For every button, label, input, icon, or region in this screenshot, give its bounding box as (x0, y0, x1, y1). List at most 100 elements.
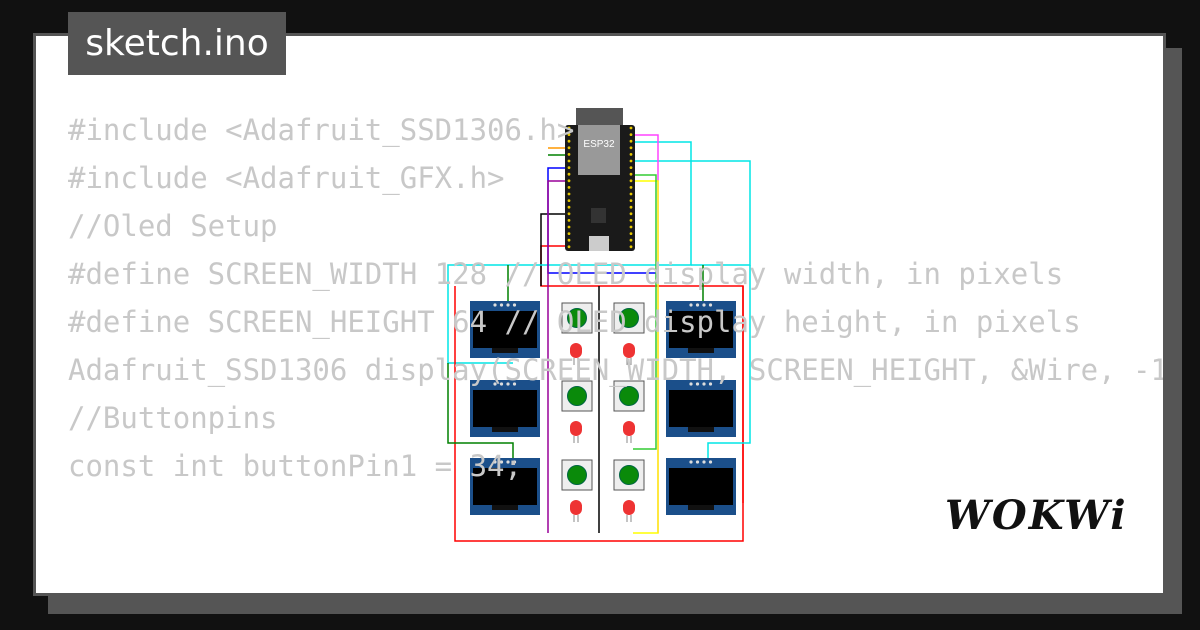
oled-screen (669, 311, 733, 348)
pin (567, 238, 571, 242)
oled-pin (695, 382, 700, 386)
oled-connector (688, 505, 714, 510)
wire (447, 141, 692, 364)
button-cap (619, 308, 639, 328)
oled-display (470, 458, 540, 515)
oled-pin (512, 460, 517, 464)
led-body (623, 500, 635, 515)
oled-display (470, 380, 540, 437)
wire (447, 363, 514, 458)
wire (631, 174, 657, 450)
oled-connector (688, 427, 714, 432)
pin (567, 219, 571, 222)
oled-display (666, 380, 736, 437)
pin (567, 186, 571, 189)
esp32-label: ESP32 (583, 139, 615, 150)
oled-pin (506, 382, 510, 386)
led-body (623, 421, 635, 436)
oled-pin (493, 460, 497, 464)
oled-screen (473, 311, 537, 348)
pin (629, 245, 633, 249)
pin (567, 153, 571, 156)
pin (629, 133, 633, 136)
oled-display (666, 458, 736, 515)
pin (629, 146, 633, 150)
pin (629, 172, 633, 176)
oled-pin (689, 303, 693, 307)
oled-pin (493, 303, 497, 307)
red-led (570, 343, 582, 365)
oled-pin (493, 382, 497, 386)
oled-screen (669, 468, 733, 505)
pin (567, 225, 571, 229)
oled-pin (499, 460, 504, 464)
pin (567, 166, 571, 169)
red-led (570, 500, 582, 522)
led-body (570, 421, 582, 436)
oled-pin (702, 460, 706, 464)
pin (629, 238, 633, 242)
pin (567, 159, 571, 163)
button-cap (619, 465, 639, 485)
pin (567, 133, 571, 136)
oled-pin (708, 303, 713, 307)
wire (540, 213, 569, 286)
pin (629, 126, 633, 130)
file-tab[interactable]: sketch.ino (68, 12, 286, 75)
circuit-diagram: ESP32 (447, 108, 751, 542)
oled-display (666, 301, 736, 358)
led-body (623, 343, 635, 358)
oled-display (470, 301, 540, 358)
button-cap (567, 308, 587, 328)
oled-connector (492, 348, 518, 353)
push-button (613, 302, 645, 334)
button-cap (567, 465, 587, 485)
oled-pin (512, 303, 517, 307)
pin (567, 172, 571, 176)
oled-pin (689, 460, 693, 464)
oled-pin (499, 382, 504, 386)
pin (567, 139, 571, 143)
pin (629, 192, 633, 196)
oled-connector (492, 505, 518, 510)
push-button (613, 459, 645, 491)
pin (629, 159, 633, 163)
red-led (570, 421, 582, 443)
pin (629, 232, 633, 236)
oled-pin (506, 303, 510, 307)
oled-screen (473, 390, 537, 427)
pin (629, 212, 633, 216)
wire (707, 265, 751, 458)
pin (567, 245, 571, 249)
wire (454, 286, 744, 542)
pin (629, 199, 633, 202)
pin (567, 126, 571, 130)
push-button (561, 302, 593, 334)
pin (567, 199, 571, 202)
led-body (570, 343, 582, 358)
pin (629, 179, 633, 183)
push-button (561, 380, 593, 412)
red-led (623, 343, 635, 365)
pin (629, 205, 633, 209)
red-led (623, 421, 635, 443)
button-cap (567, 386, 587, 406)
pin (629, 139, 633, 143)
push-button (561, 459, 593, 491)
red-led (623, 500, 635, 522)
oled-pin (695, 303, 700, 307)
oled-connector (492, 427, 518, 432)
led-body (570, 500, 582, 515)
button-cap (619, 386, 639, 406)
oled-connector (688, 348, 714, 353)
oled-pin (506, 460, 510, 464)
pin (629, 225, 633, 229)
wire (631, 180, 659, 534)
oled-pin (689, 382, 693, 386)
push-button (613, 380, 645, 412)
pin (629, 219, 633, 222)
pin (567, 205, 571, 209)
oled-pin (702, 382, 706, 386)
oled-pin (499, 303, 504, 307)
oled-pin (708, 460, 713, 464)
